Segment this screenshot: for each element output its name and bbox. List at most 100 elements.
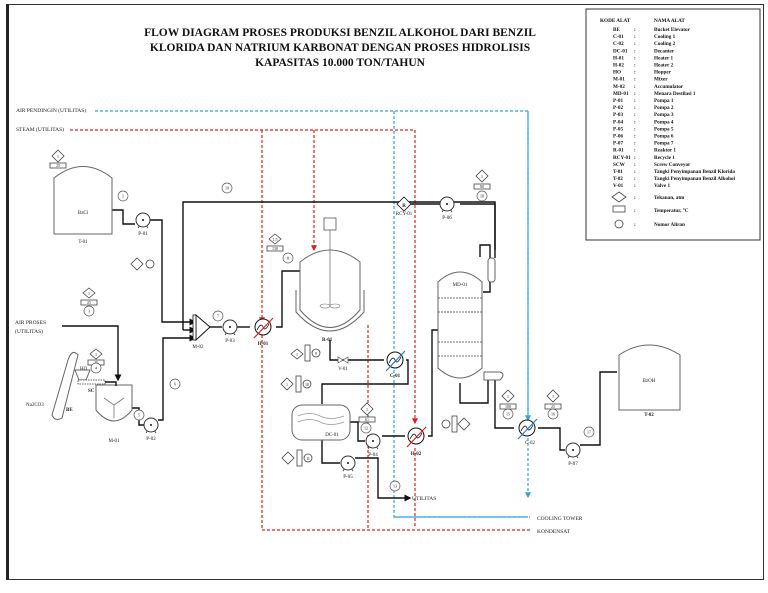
- pumps: P-01P-02P-03P-04P-05P-06P-07: [135, 196, 581, 480]
- stream-number: 18: [476, 190, 488, 202]
- recycle-rcy01-label: RCY-01: [396, 212, 413, 217]
- bucket-elevator-label: BE: [66, 408, 73, 413]
- temperature-indicator: [358, 416, 376, 423]
- svg-text:25: 25: [94, 360, 98, 365]
- legend-row: V-01:Valve 1: [613, 183, 670, 189]
- legend-row: R-01: Reaktor 1: [613, 148, 676, 154]
- diagram-title: FLOW DIAGRAM PROSES PRODUKSI BENZIL ALKO…: [144, 27, 536, 69]
- legend-name: Recycle 1: [654, 155, 675, 161]
- reactor-r01-label: R-01: [322, 338, 333, 343]
- legend-name: Pompa 1: [654, 98, 674, 104]
- pressure-indicator-icon: [82, 287, 96, 299]
- legend-name: Pompa 7: [654, 141, 674, 147]
- legend-name: Reaktor 1: [654, 148, 676, 154]
- accumulator-m02: M-02: [192, 313, 211, 350]
- legend-separator: :: [634, 112, 636, 118]
- heater-h01: H-01: [253, 317, 274, 347]
- legend-name: Pompa 3: [654, 112, 674, 118]
- steam-line-to-h02: [70, 129, 418, 425]
- legend-symbol-temperature: Temperatur, °C: [654, 207, 689, 214]
- legend-code: P-05: [613, 126, 623, 132]
- legend-separator: :: [634, 208, 636, 214]
- legend-symbol-stream: Nomor Aliran: [654, 222, 685, 228]
- svg-text:13: 13: [393, 484, 397, 489]
- column-md01-label: MD-01: [453, 283, 468, 288]
- svg-text:18: 18: [480, 194, 484, 199]
- pipe-dc01-p05: [321, 440, 340, 464]
- legend-separator: :: [634, 48, 636, 54]
- legend-code: C-01: [613, 34, 624, 40]
- legend-separator: :: [634, 70, 636, 76]
- mixer-m01-body: [95, 384, 133, 422]
- temperature-indicator: [295, 375, 302, 393]
- svg-text:1: 1: [95, 352, 97, 357]
- stream-number: 12: [360, 422, 372, 434]
- utilitas-outlet-label: UTILITAS: [412, 496, 436, 502]
- legend-name: Screw Conveyor: [654, 162, 691, 168]
- legend-row: DC-01:Decanter: [613, 48, 675, 54]
- temperature-indicator: [296, 449, 303, 467]
- legend-row: T-02:Tangki Penyimpanan Benzil Alkohol: [613, 176, 736, 182]
- pressure-indicator-icon: [130, 257, 144, 271]
- legend-code: HO: [613, 70, 621, 76]
- valve-icon[interactable]: [337, 356, 349, 364]
- svg-text:1: 1: [552, 394, 554, 399]
- valve-v01[interactable]: V-01: [337, 356, 349, 372]
- pipe-p05-utilitas: [355, 457, 412, 502]
- svg-text:25: 25: [551, 404, 555, 409]
- pipe-sc-m01: [105, 381, 117, 386]
- svg-text:11: 11: [306, 456, 310, 461]
- legend-code: RCY-01: [613, 155, 631, 161]
- svg-text:80: 80: [480, 184, 484, 189]
- pressure-indicator-icon: [280, 377, 294, 391]
- stream-number: 1: [117, 190, 129, 202]
- recycle-rcy01: R RCY-01: [396, 196, 413, 217]
- pump-p02: P-02: [143, 417, 159, 442]
- cooler-arrow-icon: [385, 350, 406, 372]
- legend-separator: :: [634, 141, 636, 147]
- pressure-indicator-icon: [501, 389, 515, 403]
- pump-p06: P-06: [439, 196, 455, 221]
- legend-separator: :: [634, 222, 636, 228]
- stream-number: 16: [547, 408, 559, 420]
- tank-t02-content: BzOH: [643, 379, 656, 384]
- pipe-reboiler-c02: [494, 380, 514, 429]
- pipe-c02-p07: [538, 427, 565, 451]
- column-md01-body: [437, 271, 483, 379]
- legend-row: P-05:Pompa 5: [613, 126, 674, 132]
- legend-name: Menara Destilasi 1: [654, 91, 696, 97]
- legend-separator: :: [634, 148, 636, 154]
- svg-text:1: 1: [366, 407, 368, 412]
- pump-label: P-06: [442, 216, 452, 221]
- svg-text:4: 4: [95, 366, 97, 371]
- legend-row: BE:Bucket Elevator: [613, 27, 691, 33]
- process-pipes: [62, 201, 617, 502]
- temperature-indicator: [49, 162, 67, 169]
- stream-number: 19: [221, 182, 233, 194]
- steam-inlet-label: STEAM (UTILITAS): [16, 126, 64, 133]
- temperature-indicator: [304, 344, 311, 362]
- pipe-dc01-p04: [350, 421, 365, 442]
- legend-code: P-02: [613, 105, 623, 111]
- solids-feed: BE Na2CO3 HO SC 1 25: [26, 348, 117, 420]
- title-line-3: KAPASITAS 10.000 TON/TAHUN: [255, 57, 426, 69]
- recycle-symbol-icon: [396, 196, 412, 212]
- condensate-label: KONDENSAT: [537, 529, 571, 535]
- legend-separator: :: [634, 176, 636, 182]
- tank-t02: BzOH T-02: [618, 344, 681, 418]
- pressure-indicator-icon: [89, 348, 103, 360]
- valve-v01-label: V-01: [338, 367, 348, 372]
- legend-code: R-01: [613, 148, 624, 154]
- heater-h01-label: H-01: [258, 342, 269, 347]
- legend-name: Tangki Penyimpanan Benzil Alkohol: [654, 176, 736, 182]
- legend-name: Pompa 5: [654, 126, 674, 132]
- svg-text:12: 12: [364, 426, 368, 431]
- legend-name: Tangki Penyimpanan Benzil Klorida: [654, 169, 735, 175]
- reactor-r01: R-01 1,5 130 1 9: [266, 217, 365, 362]
- legend-header-code: KODE ALAT: [600, 18, 631, 24]
- stream-number-symbol-icon: [614, 219, 624, 229]
- svg-text:130: 130: [272, 246, 278, 251]
- pipe-r01-v01-c01: [329, 340, 384, 361]
- cooler-arrow-icon: [517, 418, 538, 440]
